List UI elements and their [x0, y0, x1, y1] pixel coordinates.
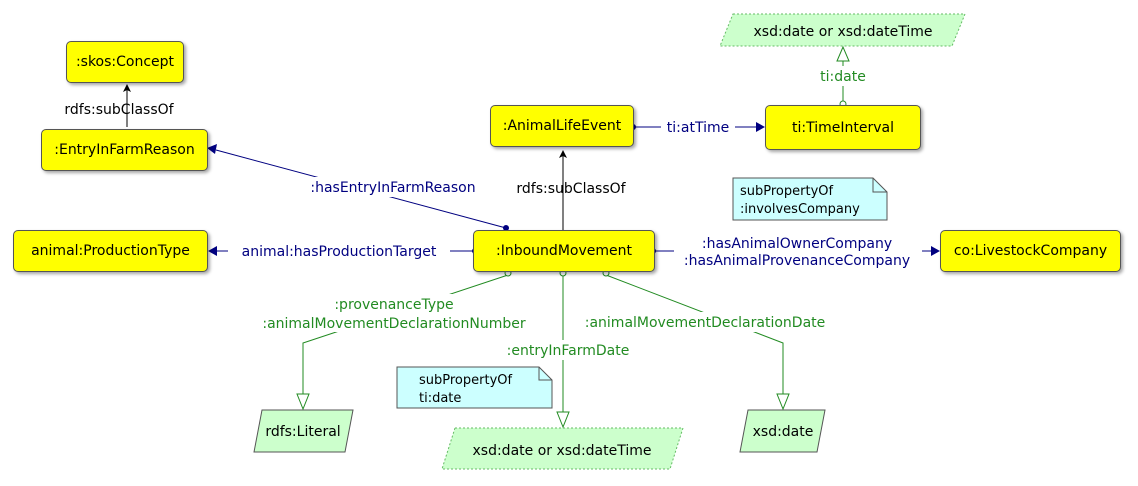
edge-label-bg-has-production-target [228, 241, 450, 261]
note-company-line1: subPropertyOf [740, 184, 834, 199]
edge-label-subclass-event: rdfs:subClassOf [516, 181, 626, 197]
datatype-date-or-datetime-top: xsd:date or xsd:dateTime [754, 24, 933, 40]
arrowhead-has-entry-reason [207, 144, 217, 154]
class-livestock-company[interactable]: co:LivestockCompany [940, 230, 1121, 272]
note-date-line1: subPropertyOf [419, 373, 513, 388]
edge-label-bg-has-entry-reason [300, 177, 486, 197]
edge-label-declaration-date: :animalMovementDeclarationDate [585, 315, 826, 331]
class-time-interval[interactable]: ti:TimeInterval [765, 105, 921, 150]
datatype-xsd-date: xsd:date [753, 424, 814, 440]
edge-label-at-time: ti:atTime [667, 120, 729, 136]
class-entry-in-farm-reason[interactable]: :EntryInFarmReason [41, 129, 208, 171]
arrowhead-subclass-concept [123, 84, 131, 92]
datatype-date-or-datetime-bottom: xsd:date or xsd:dateTime [473, 443, 652, 459]
note-shape-company [732, 177, 888, 221]
class-skos-concept[interactable]: :skos:Concept [66, 41, 184, 83]
edge-label-declaration-number: :animalMovementDeclarationNumber [262, 316, 526, 332]
edge-label-bg-entry-date [496, 340, 642, 360]
edge-label-bg-at-time [661, 117, 735, 137]
edge-label-bg-ti-date [815, 66, 871, 86]
edge-label-ti-date: ti:date [820, 69, 866, 85]
note-company-line2: :involvesCompany [740, 202, 860, 217]
edge-declaration-date [605, 274, 784, 394]
note-fold-company [872, 178, 887, 193]
arrowhead-entry-date [556, 411, 570, 429]
edge-label-has-production-target: animal:hasProductionTarget [242, 244, 437, 260]
datatype-shape-date-or-datetime-top [719, 13, 966, 47]
datatype-shape-date-or-datetime-bottom [441, 427, 684, 470]
edge-label-has-entry-reason: :hasEntryInFarmReason [310, 180, 475, 196]
arrowhead-ti-date [836, 45, 850, 62]
note-shape-date [396, 366, 553, 409]
arrowhead-at-time [756, 122, 765, 132]
edge-label-subclass-concept: rdfs:subClassOf [64, 102, 174, 118]
arrowhead-subclass-event [559, 150, 567, 158]
edge-has-entry-reason-origin [503, 225, 509, 231]
class-inbound-movement[interactable]: :InboundMovement [473, 230, 655, 272]
class-animal-life-event[interactable]: :AnimalLifeEvent [490, 105, 634, 147]
datatype-shape-rdfs-literal [253, 409, 354, 453]
edge-label-provenance-company: :hasAnimalProvenanceCompany [684, 253, 910, 269]
arrowhead-company [931, 246, 940, 256]
class-production-type[interactable]: animal:ProductionType [13, 230, 208, 272]
edge-label-entry-date: :entryInFarmDate [507, 343, 630, 359]
edge-label-owner-company: :hasAnimalOwnerCompany [702, 236, 892, 252]
edge-label-provenance-type: :provenanceType [334, 297, 453, 313]
note-date-line2: ti:date [419, 391, 461, 406]
arrowhead-provenance-literal [296, 393, 310, 411]
edge-label-bg-provenance [246, 294, 542, 332]
note-fold-date [538, 367, 552, 381]
edge-label-bg-company [674, 233, 922, 269]
datatype-rdfs-literal: rdfs:Literal [265, 424, 340, 440]
edge-label-bg-declaration-date [572, 312, 838, 332]
datatype-shape-xsd-date [739, 409, 826, 453]
arrowhead-declaration-date [776, 393, 790, 411]
arrowhead-has-production-target [208, 246, 217, 256]
